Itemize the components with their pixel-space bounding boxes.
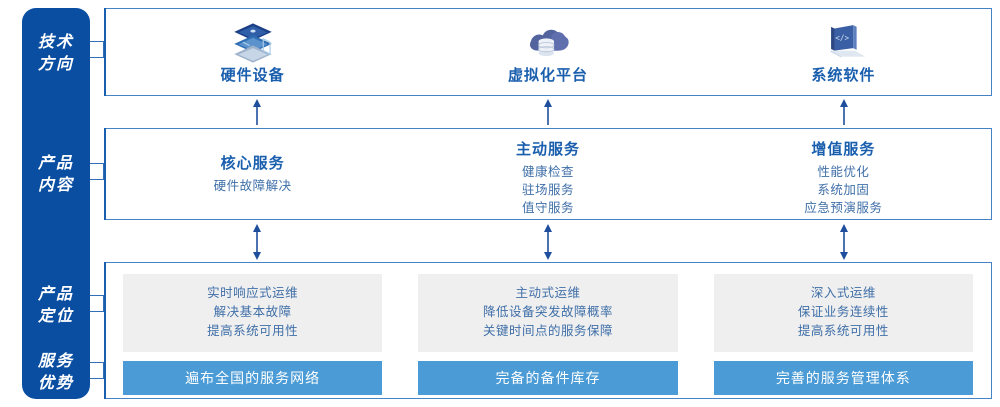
- positioning-line: 解决基本故障: [213, 305, 292, 319]
- connector-content-bottom: [90, 179, 104, 180]
- content-column-line: 值守服务: [521, 201, 574, 215]
- positioning-line: 主动式运维: [515, 286, 581, 300]
- positioning-line: 深入式运维: [810, 286, 876, 300]
- content-column-proactive-service[interactable]: 主动服务 健康检查 驻场服务 值守服务: [400, 129, 695, 219]
- connector-positioning-bottom: [90, 311, 104, 312]
- content-column-title: 主动服务: [515, 141, 580, 158]
- connector-advantage-vertical: [103, 362, 104, 379]
- server-stack-icon: [233, 22, 272, 63]
- content-column-line: 健康检查: [521, 165, 574, 179]
- tech-column-hardware[interactable]: 硬件设备: [105, 9, 400, 95]
- sidebar-item-label-line2: 方向: [37, 56, 74, 73]
- sidebar-item-label-line1: 产品: [37, 286, 74, 303]
- connector-advantage-bottom: [90, 378, 104, 379]
- sidebar-item-product-content[interactable]: 产品 内容: [22, 153, 90, 197]
- content-column-title: 核心服务: [220, 155, 285, 172]
- arrow-updown-core: [253, 224, 261, 260]
- positioning-advantage-section: 实时响应式运维 解决基本故障 提高系统可用性 遍布全国的服务网络 主动式运维 降…: [104, 262, 992, 399]
- connector-tech-vertical: [103, 41, 104, 58]
- positioning-line: 实时响应式运维: [207, 286, 299, 300]
- connector-tech-top: [90, 41, 104, 42]
- content-column-line: 应急预演服务: [804, 201, 883, 215]
- sidebar-item-product-positioning[interactable]: 产品 定位: [22, 284, 90, 328]
- sidebar-item-label-line1: 服务: [37, 353, 74, 370]
- service-advantage-bar[interactable]: 遍布全国的服务网络: [123, 361, 383, 395]
- arrow-updown-value-added: [840, 224, 848, 260]
- sidebar-item-label-line2: 内容: [37, 177, 74, 194]
- connector-positioning-vertical: [103, 295, 104, 312]
- positioning-line: 保证业务连续性: [797, 305, 889, 319]
- content-column-line: 性能优化: [817, 165, 870, 179]
- arrow-up-virtualization: [544, 99, 552, 125]
- content-column-title: 增值服务: [811, 141, 876, 158]
- sidebar-item-label-line2: 定位: [37, 308, 74, 325]
- tech-direction-section: 硬件设备 虚拟化平台: [104, 8, 992, 96]
- positioning-line: 降低设备突发故障概率: [482, 305, 613, 319]
- category-sidebar: 技术 方向 产品 内容 产品 定位 服务 优势: [22, 8, 90, 399]
- connector-tech-bottom: [90, 57, 104, 58]
- service-advantage-bar[interactable]: 完善的服务管理体系: [713, 361, 973, 395]
- bottom-column-indepth[interactable]: 深入式运维 保证业务连续性 提高系统可用性 完善的服务管理体系: [696, 263, 991, 398]
- tech-column-label: 虚拟化平台: [507, 66, 588, 84]
- content-column-line: 硬件故障解决: [213, 179, 292, 193]
- positioning-line: 提高系统可用性: [797, 324, 889, 338]
- arrow-up-hardware: [253, 99, 261, 125]
- sidebar-item-tech-direction[interactable]: 技术 方向: [22, 32, 90, 76]
- sidebar-item-label-line1: 技术: [37, 34, 74, 51]
- content-column-line: 系统加固: [817, 183, 870, 197]
- tech-column-virtualization[interactable]: 虚拟化平台: [400, 9, 695, 95]
- tech-column-system-software[interactable]: </> 系统软件: [696, 9, 991, 95]
- content-column-core-service[interactable]: 核心服务 硬件故障解决: [105, 129, 400, 219]
- connector-content-top: [90, 163, 104, 164]
- connector-advantage-top: [90, 362, 104, 363]
- service-advantage-bar[interactable]: 完备的备件库存: [418, 361, 678, 395]
- connector-content-vertical: [103, 163, 104, 180]
- positioning-box: 主动式运维 降低设备突发故障概率 关键时间点的服务保障: [418, 274, 678, 352]
- sidebar-item-service-advantage[interactable]: 服务 优势: [22, 351, 90, 395]
- content-column-line: 驻场服务: [521, 183, 574, 197]
- arrow-updown-proactive: [544, 224, 552, 260]
- positioning-box: 深入式运维 保证业务连续性 提高系统可用性: [713, 274, 973, 352]
- tech-column-label: 硬件设备: [220, 66, 285, 84]
- bottom-column-proactive[interactable]: 主动式运维 降低设备突发故障概率 关键时间点的服务保障 完备的备件库存: [400, 263, 695, 398]
- positioning-line: 提高系统可用性: [207, 324, 299, 338]
- connector-positioning-top: [90, 295, 104, 296]
- laptop-code-icon: </>: [830, 24, 866, 57]
- tech-column-label: 系统软件: [811, 66, 876, 84]
- content-column-value-added-service[interactable]: 增值服务 性能优化 系统加固 应急预演服务: [696, 129, 991, 219]
- arrow-up-system-software: [840, 99, 848, 125]
- product-content-section: 核心服务 硬件故障解决 主动服务 健康检查 驻场服务 值守服务 增值服务 性能优…: [104, 128, 992, 220]
- positioning-line: 关键时间点的服务保障: [482, 324, 613, 338]
- sidebar-item-label-line2: 优势: [37, 375, 74, 392]
- sidebar-item-label-line1: 产品: [37, 155, 74, 172]
- cloud-database-icon: [529, 29, 569, 56]
- bottom-column-realtime[interactable]: 实时响应式运维 解决基本故障 提高系统可用性 遍布全国的服务网络: [105, 263, 400, 398]
- svg-text:</>: </>: [836, 33, 850, 42]
- positioning-box: 实时响应式运维 解决基本故障 提高系统可用性: [123, 274, 383, 352]
